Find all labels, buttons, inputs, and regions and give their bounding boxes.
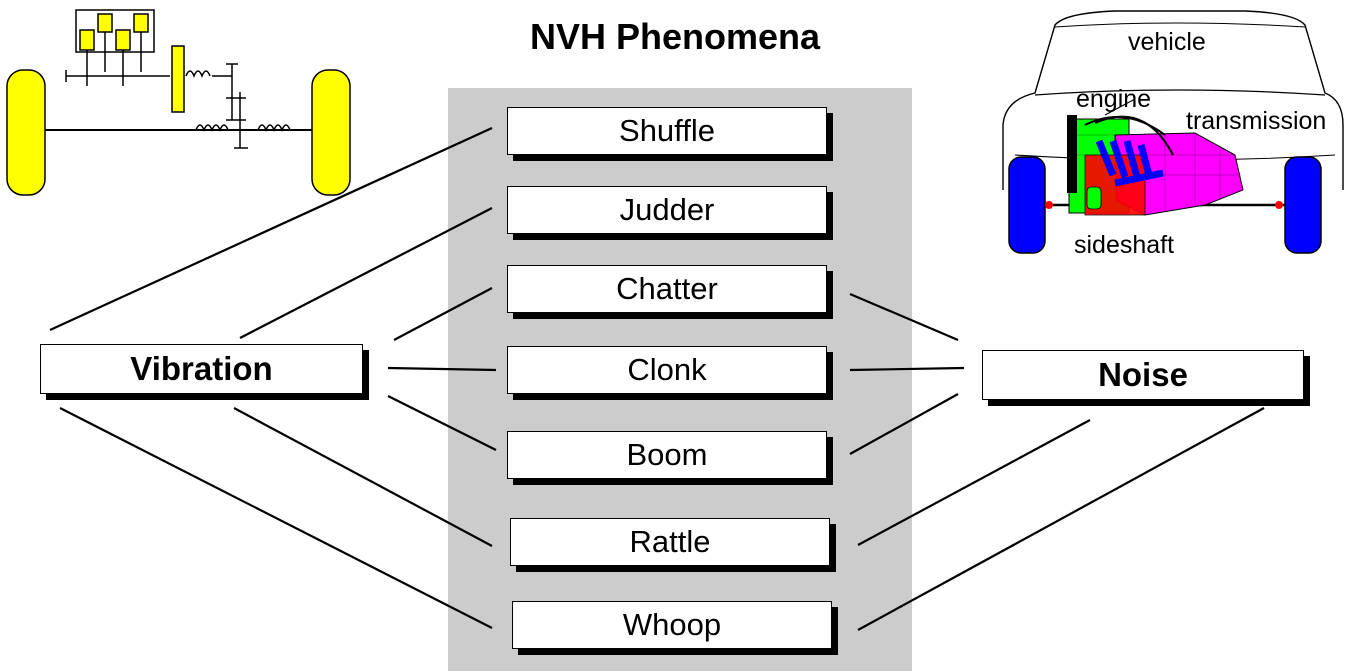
phenomenon-boom: Boom	[507, 431, 827, 479]
link-noise-whoop	[857, 407, 1265, 631]
phenomenon-label: Boom	[626, 437, 708, 472]
phenomenon-whoop: Whoop	[512, 601, 832, 649]
sideshaft-label: sideshaft	[1074, 231, 1175, 259]
category-label: Noise	[1098, 356, 1188, 393]
link-vibration-shuffle	[49, 126, 493, 332]
link-vibration-judder	[239, 207, 493, 339]
category-noise: Noise	[982, 350, 1304, 400]
link-vibration-boom	[387, 395, 497, 451]
driveline-schematic-illustration	[6, 9, 351, 196]
vehicle-label: vehicle	[1128, 28, 1206, 56]
phenomenon-label: Rattle	[629, 524, 711, 559]
engine-label: engine	[1076, 85, 1152, 113]
vehicle-illustration	[1002, 10, 1344, 254]
phenomenon-shuffle: Shuffle	[507, 107, 827, 155]
phenomenon-label: Clonk	[627, 352, 707, 387]
category-label: Vibration	[130, 350, 273, 387]
phenomenon-label: Judder	[619, 192, 715, 227]
link-noise-boom	[849, 393, 959, 455]
diagram-title: NVH Phenomena	[529, 16, 821, 57]
phenomenon-clonk: Clonk	[507, 346, 827, 394]
link-noise-clonk	[849, 366, 965, 372]
phenomenon-rattle: Rattle	[510, 518, 830, 566]
link-vibration-chatter	[393, 287, 493, 341]
link-noise-rattle	[857, 419, 1091, 546]
link-noise-chatter	[849, 292, 959, 342]
link-vibration-rattle	[233, 407, 493, 547]
phenomenon-label: Chatter	[616, 271, 718, 306]
transmission-label: transmission	[1186, 107, 1327, 135]
phenomenon-chatter: Chatter	[507, 265, 827, 313]
phenomenon-judder: Judder	[507, 186, 827, 234]
link-vibration-clonk	[387, 366, 497, 372]
link-vibration-whoop	[59, 407, 493, 629]
category-vibration: Vibration	[40, 344, 363, 394]
phenomenon-label: Shuffle	[619, 113, 715, 148]
phenomenon-label: Whoop	[622, 607, 722, 642]
